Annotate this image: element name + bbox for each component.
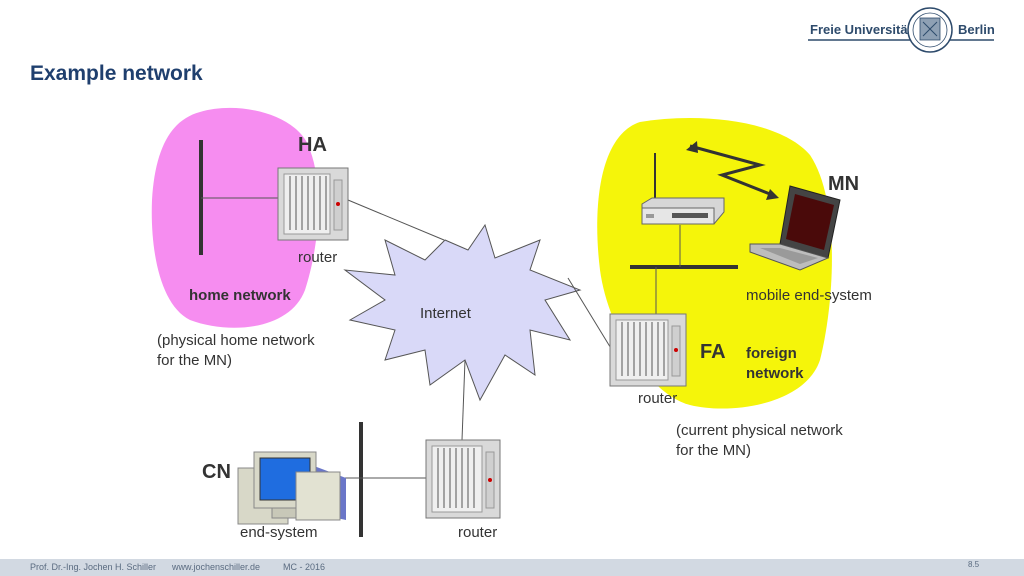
logo-text-left: Freie Universität	[810, 22, 912, 37]
home-agent-label: HA	[298, 134, 327, 156]
footer-course: MC - 2016	[283, 562, 326, 572]
home-network-label: home network	[189, 287, 291, 304]
seal-icon	[808, 7, 994, 53]
foreign-network-label-1: foreign	[746, 345, 797, 362]
page-number: 8.5	[968, 560, 980, 569]
mobile-end-system-label: mobile end-system	[746, 287, 872, 304]
correspondent-label: CN	[202, 461, 231, 483]
desktop-computer-icon	[237, 451, 346, 525]
internet-cloud	[343, 223, 582, 402]
cn-router-label: router	[458, 524, 498, 541]
router-rack-icon	[277, 167, 349, 241]
home-router-label: router	[298, 249, 338, 266]
foreign-agent-label: FA	[700, 341, 726, 363]
slide-title: Example network	[30, 62, 203, 85]
router-rack-icon	[425, 439, 501, 519]
mobile-node-label: MN	[828, 173, 860, 195]
wireless-link	[689, 144, 776, 198]
home-network-area	[151, 107, 319, 328]
foreign-router-label: router	[638, 390, 678, 407]
home-note-line-2: for the MN)	[157, 352, 233, 369]
router-rack-icon	[609, 313, 687, 387]
footer-author: Prof. Dr.-Ing. Jochen H. Schiller	[30, 562, 157, 572]
foreign-note-line-2: for the MN)	[676, 442, 752, 459]
home-note-line-1: (physical home network	[157, 332, 315, 349]
internet-label: Internet	[420, 305, 471, 322]
foreign-network-label-2: network	[746, 365, 804, 382]
university-logo: Freie Universität Berlin	[808, 4, 995, 54]
end-system-label: end-system	[240, 524, 318, 541]
base-station-icon	[641, 197, 725, 225]
footer-bar: Prof. Dr.-Ing. Jochen H. Schiller www.jo…	[0, 559, 1024, 576]
laptop-icon	[749, 185, 841, 271]
logo-text-right: Berlin	[958, 22, 995, 37]
foreign-note-line-1: (current physical network	[676, 422, 843, 439]
footer-website: www.jochenschiller.de	[172, 562, 261, 572]
